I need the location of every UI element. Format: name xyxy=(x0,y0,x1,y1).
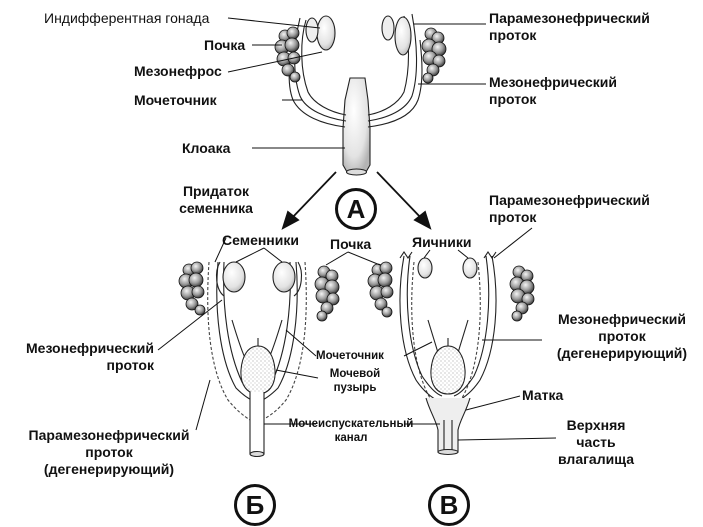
label-line: Парамезонефрический xyxy=(28,427,190,443)
panel-marker-a: А xyxy=(335,188,377,230)
panel-v-drawing xyxy=(367,251,535,456)
label-mesonephros: Мезонефрос xyxy=(134,63,222,79)
label-line: проток xyxy=(85,444,133,460)
label-paramesonephric-mid: Парамезонефрический проток xyxy=(489,192,650,226)
label-line: Мезонефрический xyxy=(558,311,686,327)
label-indifferent-gonad: Индифферентная гонада xyxy=(44,10,210,26)
label-paramesonephric-top: Парамезонефрический проток xyxy=(489,10,650,44)
label-kidney-top: Почка xyxy=(204,37,246,53)
label-line: проток xyxy=(489,209,537,225)
label-line: (дегенерирующий) xyxy=(556,345,688,361)
label-line: часть xyxy=(576,434,616,450)
label-uterus: Матка xyxy=(522,387,564,403)
label-ureter-top: Мочеточник xyxy=(134,92,217,108)
label-line: (дегенерирующий) xyxy=(43,461,175,477)
panel-a-drawing xyxy=(274,13,447,176)
label-line: проток xyxy=(489,27,537,43)
label-line: проток xyxy=(489,91,537,107)
label-urethra: Мочеиспускательный канал xyxy=(278,417,424,445)
label-line: семенника xyxy=(179,200,253,216)
label-line: проток xyxy=(106,357,154,373)
leader-lines xyxy=(157,17,557,441)
label-line: Верхняя xyxy=(566,417,626,433)
label-line: Придаток xyxy=(182,183,250,199)
development-arrows xyxy=(281,171,432,230)
label-paramesonephric-degen: Парамезонефрический проток (дегенерирующ… xyxy=(14,427,204,478)
label-line: Мезонефрический xyxy=(489,74,617,90)
label-testes: Семенники xyxy=(222,232,299,248)
label-cloaca: Клоака xyxy=(182,140,231,156)
label-line: Мочеиспускательный xyxy=(288,418,414,430)
label-mesonephric-top: Мезонефрический проток xyxy=(489,74,617,108)
panel-marker-b: Б xyxy=(234,484,276,526)
label-kidney-mid: Почка xyxy=(330,236,372,252)
label-line: Мочевой xyxy=(329,368,381,380)
label-line: влагалища xyxy=(558,451,634,467)
label-ureter-mid: Мочеточник xyxy=(316,350,384,362)
label-line: пузырь xyxy=(333,382,377,394)
panel-marker-v: В xyxy=(428,484,470,526)
label-mesonephric-degen: Мезонефрический проток (дегенерирующий) xyxy=(544,311,700,362)
label-ovaries: Яичники xyxy=(412,234,472,250)
label-line: Парамезонефрический xyxy=(489,10,650,26)
label-line: Парамезонефрический xyxy=(489,192,650,208)
label-line: канал xyxy=(334,432,368,444)
label-bladder: Мочевой пузырь xyxy=(316,367,394,395)
label-epididymis: Придаток семенника xyxy=(150,183,282,217)
label-vagina-upper: Верхняя часть влагалища xyxy=(556,417,636,468)
label-line: проток xyxy=(598,328,646,344)
panel-b-drawing xyxy=(178,261,340,458)
label-mesonephric-left: Мезонефрический проток xyxy=(4,340,154,374)
label-line: Мезонефрический xyxy=(26,340,154,356)
